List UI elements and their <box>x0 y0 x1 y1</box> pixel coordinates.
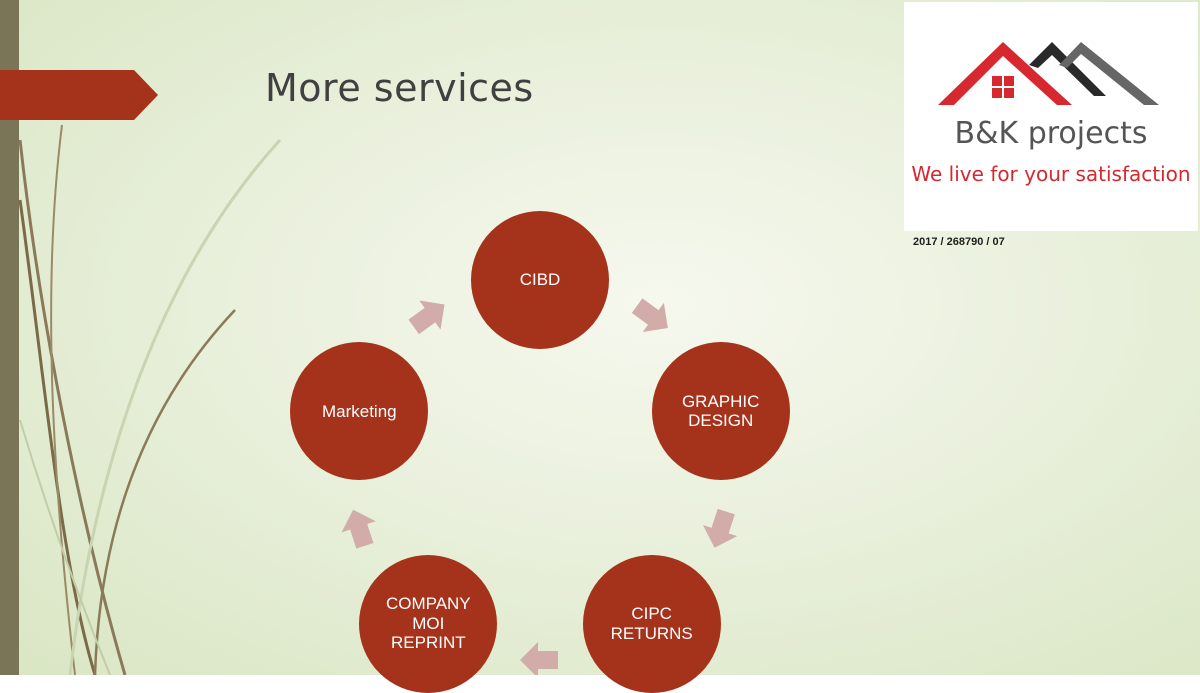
cycle-node-label: CIPC RETURNS <box>610 604 693 643</box>
window-icon <box>992 76 1014 98</box>
cycle-arrow <box>341 509 376 549</box>
cycle-node-label: GRAPHIC DESIGN <box>681 391 760 431</box>
cycle-arrows <box>341 298 738 675</box>
registration-number: 2017 / 268790 / 07 <box>913 236 1005 248</box>
title-arrow-shape <box>0 70 158 120</box>
cycle-arrow <box>408 300 445 335</box>
house-roof-icon <box>938 42 1159 105</box>
cycle-arrow <box>702 508 738 548</box>
cycle-node-marketing: Marketing <box>290 342 429 481</box>
cycle-node-cipc-returns: CIPC RETURNS <box>582 554 721 693</box>
cycle-node-graphic-design: GRAPHIC DESIGN <box>651 342 790 481</box>
logo-tagline: We live for your satisfaction <box>911 162 1191 186</box>
cycle-node-label: COMPANY MOI REPRINT <box>385 594 471 653</box>
cycle-node-cibd: CIBD <box>471 211 609 349</box>
cycle-arrow <box>631 298 668 333</box>
cycle-node-label: Marketing <box>321 401 397 421</box>
company-logo: B&K projects We live for your satisfacti… <box>904 2 1198 231</box>
cycle-arrow <box>520 642 558 675</box>
side-bar <box>0 0 19 675</box>
cycle-node-label: CIBD <box>519 270 561 290</box>
cycle-node-company-moi-reprint: COMPANY MOI REPRINT <box>359 554 498 693</box>
slide-title: More services <box>265 66 534 110</box>
logo-name: B&K projects <box>954 116 1148 151</box>
grass-decoration <box>18 124 282 675</box>
